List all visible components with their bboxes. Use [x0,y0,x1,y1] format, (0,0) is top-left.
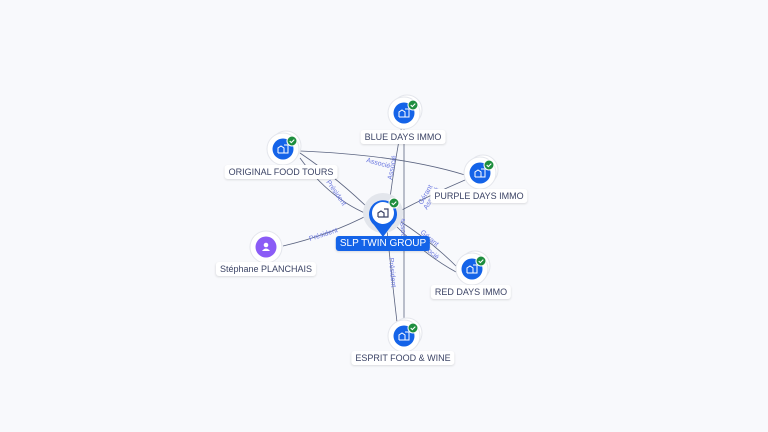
node-label-original-food-tours[interactable]: ORIGINAL FOOD TOURS [224,165,338,179]
edge-oft-center [299,152,373,213]
node-esprit[interactable] [387,317,423,353]
company-icon [377,208,389,218]
edge-label: Associé [365,157,391,170]
node-oft[interactable] [266,130,302,166]
edge-label: Président [324,179,347,207]
node-purple[interactable] [463,154,499,190]
node-person[interactable] [249,230,283,264]
node-label-purple-days-immo[interactable]: PURPLE DAYS IMMO [430,189,528,203]
verified-check-icon [388,197,400,209]
company-icon [277,144,289,154]
person-icon [262,242,270,251]
node-center[interactable] [369,197,400,237]
verified-check-icon [286,135,298,147]
verified-check-icon [407,99,419,111]
node-label-slp-twin-group[interactable]: SLP TWIN GROUP [335,236,431,251]
edge-label: Président [387,258,397,288]
verified-check-icon [483,159,495,171]
node-label-blue-days-immo[interactable]: BLUE DAYS IMMO [360,130,446,144]
verified-check-icon [475,255,487,267]
company-icon [466,264,478,274]
edge-label: Président [308,227,338,243]
node-label-esprit-food-wine[interactable]: ESPRIT FOOD & WINE [351,351,455,365]
company-icon [398,108,410,118]
node-label-stephane-planchais[interactable]: Stéphane PLANCHAIS [215,262,317,276]
node-red[interactable] [455,250,491,286]
node-label-red-days-immo[interactable]: RED DAYS IMMO [430,285,512,299]
edge-center-red-2 [394,224,457,273]
edge-label: Associé [398,218,407,243]
company-icon [398,331,410,341]
company-icon [474,168,486,178]
edge-oft-purple [299,150,466,176]
verified-check-icon [407,322,419,334]
node-blue[interactable] [387,94,423,130]
edge-label: Associé [387,155,398,180]
edge-person-center [282,213,371,247]
